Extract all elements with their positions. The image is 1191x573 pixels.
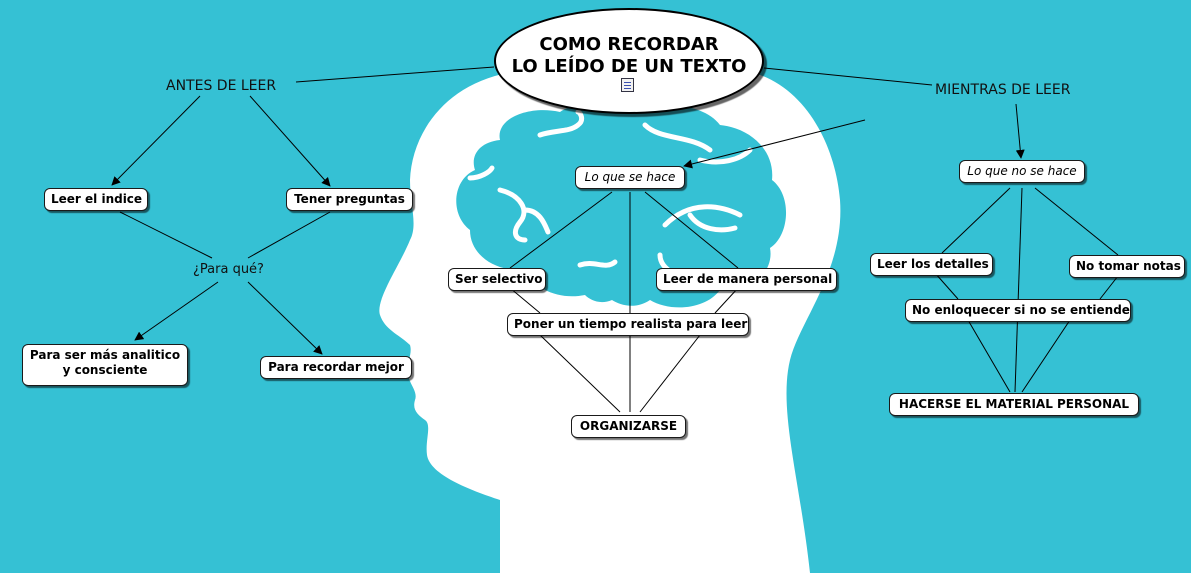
- title-line-1: COMO RECORDAR: [539, 34, 719, 55]
- main-title: COMO RECORDAR LO LEÍDO DE UN TEXTO: [494, 8, 764, 114]
- heading-mientras-de-leer: MIENTRAS DE LEER: [935, 82, 1071, 98]
- node-para-ser-mas-analitico[interactable]: Para ser más analitico y consciente: [22, 344, 188, 386]
- node-leer-de-manera-personal[interactable]: Leer de manera personal: [656, 268, 837, 291]
- node-organizarse[interactable]: ORGANIZARSE: [571, 415, 686, 438]
- node-tener-preguntas[interactable]: Tener preguntas: [286, 188, 413, 211]
- node-no-tomar-notas[interactable]: No tomar notas: [1069, 255, 1185, 278]
- document-icon[interactable]: [621, 78, 634, 92]
- node-no-enloquecer[interactable]: No enloquecer si no se entiende: [905, 299, 1131, 322]
- node-poner-un-tiempo-realista[interactable]: Poner un tiempo realista para leer: [507, 313, 749, 336]
- node-ser-selectivo[interactable]: Ser selectivo: [448, 268, 546, 291]
- node-para-recordar-mejor[interactable]: Para recordar mejor: [260, 356, 412, 379]
- node-lo-que-se-hace[interactable]: Lo que se hace: [575, 166, 685, 189]
- title-line-2: LO LEÍDO DE UN TEXTO: [511, 56, 747, 77]
- node-leer-el-indice[interactable]: Leer el indice: [44, 188, 148, 211]
- node-leer-los-detalles[interactable]: Leer los detalles: [870, 253, 993, 276]
- node-hacerse-el-material-personal[interactable]: HACERSE EL MATERIAL PERSONAL: [889, 393, 1139, 416]
- label-para-que: ¿Para qué?: [193, 262, 264, 277]
- node-lo-que-no-se-hace[interactable]: Lo que no se hace: [959, 160, 1085, 183]
- brain-icon: [456, 102, 787, 308]
- heading-antes-de-leer: ANTES DE LEER: [166, 78, 277, 94]
